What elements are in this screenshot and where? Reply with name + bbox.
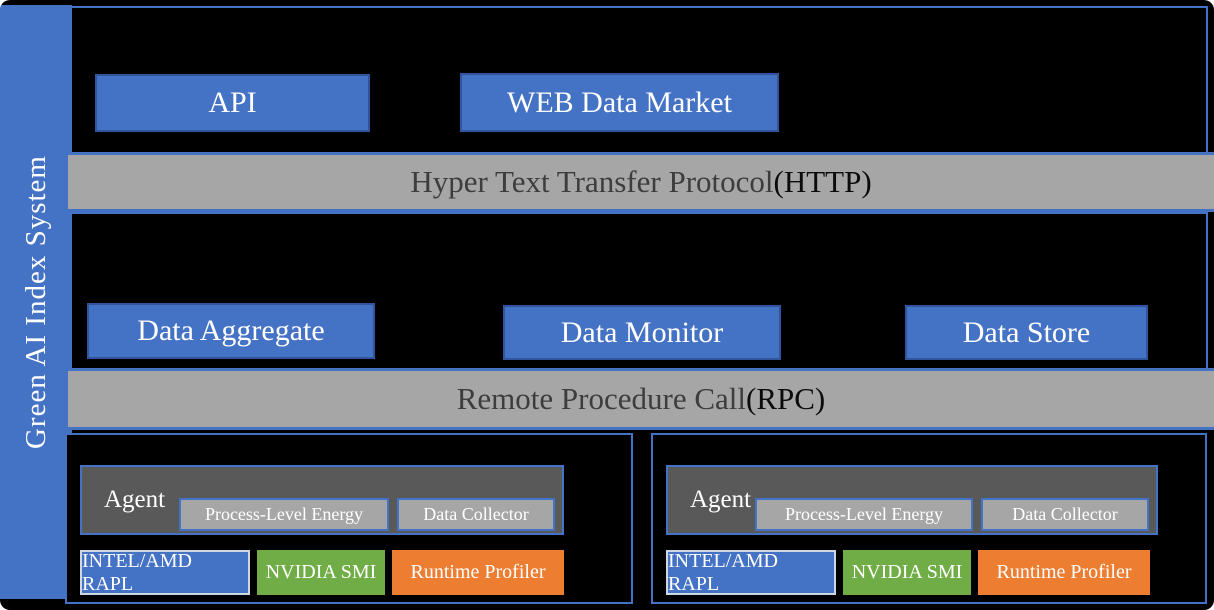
data-collector-module: Data Collector: [981, 498, 1149, 531]
rpc-bar-text: Remote Procedure Call: [456, 381, 746, 416]
agent-label: Agent: [104, 486, 166, 513]
agent-box: Agent Process-Level Energy Data Collecto…: [666, 465, 1158, 535]
agent-modules: Process-Level Energy Data Collector: [755, 498, 1149, 531]
agent-label: Agent: [690, 486, 752, 513]
nvidia-smi-node: NVIDIA SMI: [257, 550, 385, 595]
rpc-protocol-bar: Remote Procedure Call (RPC): [68, 368, 1214, 430]
http-bar-text: Hyper Text Transfer Protocol: [410, 164, 774, 199]
http-bar-abbrev: (HTTP): [773, 164, 872, 199]
agent-tools: INTEL/AMD RAPL NVIDIA SMI Runtime Profil…: [80, 550, 564, 595]
data-aggregate-node: Data Aggregate: [87, 303, 375, 359]
system-title-bar: Green AI Index System: [0, 5, 72, 599]
system-title: Green AI Index System: [19, 154, 52, 450]
process-level-energy-module: Process-Level Energy: [179, 498, 389, 531]
agent-panel-left: Agent Process-Level Energy Data Collecto…: [65, 433, 633, 604]
web-data-market-node: WEB Data Market: [460, 73, 779, 132]
agent-tools: INTEL/AMD RAPL NVIDIA SMI Runtime Profil…: [666, 550, 1150, 595]
intel-amd-rapl-node: INTEL/AMD RAPL: [666, 550, 836, 595]
api-node: API: [95, 74, 370, 132]
intel-amd-rapl-node: INTEL/AMD RAPL: [80, 550, 250, 595]
http-protocol-bar: Hyper Text Transfer Protocol (HTTP): [68, 152, 1214, 212]
agent-modules: Process-Level Energy Data Collector: [179, 498, 555, 531]
runtime-profiler-node: Runtime Profiler: [978, 550, 1150, 595]
rpc-bar-abbrev: (RPC): [746, 381, 826, 416]
agent-box: Agent Process-Level Energy Data Collecto…: [80, 465, 564, 535]
data-monitor-node: Data Monitor: [503, 305, 781, 360]
agent-panel-right: Agent Process-Level Energy Data Collecto…: [651, 433, 1207, 604]
data-store-node: Data Store: [905, 305, 1148, 360]
process-level-energy-module: Process-Level Energy: [755, 498, 973, 531]
runtime-profiler-node: Runtime Profiler: [392, 550, 564, 595]
data-collector-module: Data Collector: [397, 498, 555, 531]
nvidia-smi-node: NVIDIA SMI: [843, 550, 971, 595]
